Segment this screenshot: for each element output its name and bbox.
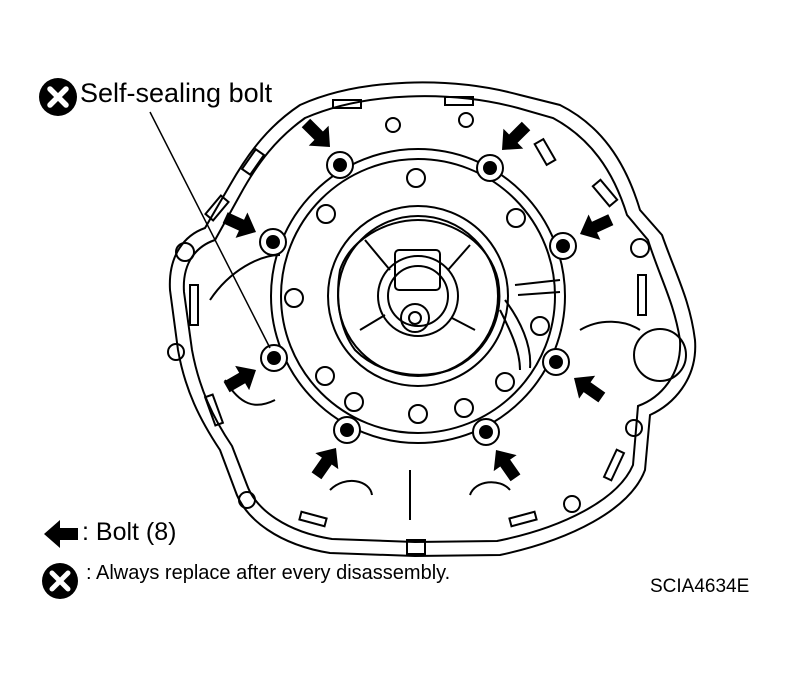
legend-bolt: : Bolt (8) <box>36 518 176 547</box>
replace-x-icon <box>39 78 77 116</box>
flange-bolts <box>259 151 577 446</box>
arrow-icon <box>492 116 536 160</box>
housing-outline <box>167 81 697 558</box>
arrow-icon <box>574 206 617 247</box>
self-sealing-bolt-label: Self-sealing bolt <box>80 78 273 108</box>
legend-bolt-text: : Bolt (8) <box>82 518 177 546</box>
arrow-icon <box>484 441 527 486</box>
legend-self-sealing: : Always replace after every disassembly… <box>36 562 450 585</box>
arrow-icon <box>305 439 348 484</box>
arrow-icon <box>565 366 610 409</box>
replace-x-icon <box>42 563 78 599</box>
legend-self-sealing-text: : Always replace after every disassembly… <box>86 562 451 584</box>
leader-line <box>149 111 271 349</box>
arrow-icon <box>219 204 262 245</box>
figure-code: SCIA4634E <box>650 576 750 597</box>
inner-bolts <box>284 168 550 424</box>
arrow-icon <box>219 357 263 400</box>
pump-cover <box>270 148 566 444</box>
